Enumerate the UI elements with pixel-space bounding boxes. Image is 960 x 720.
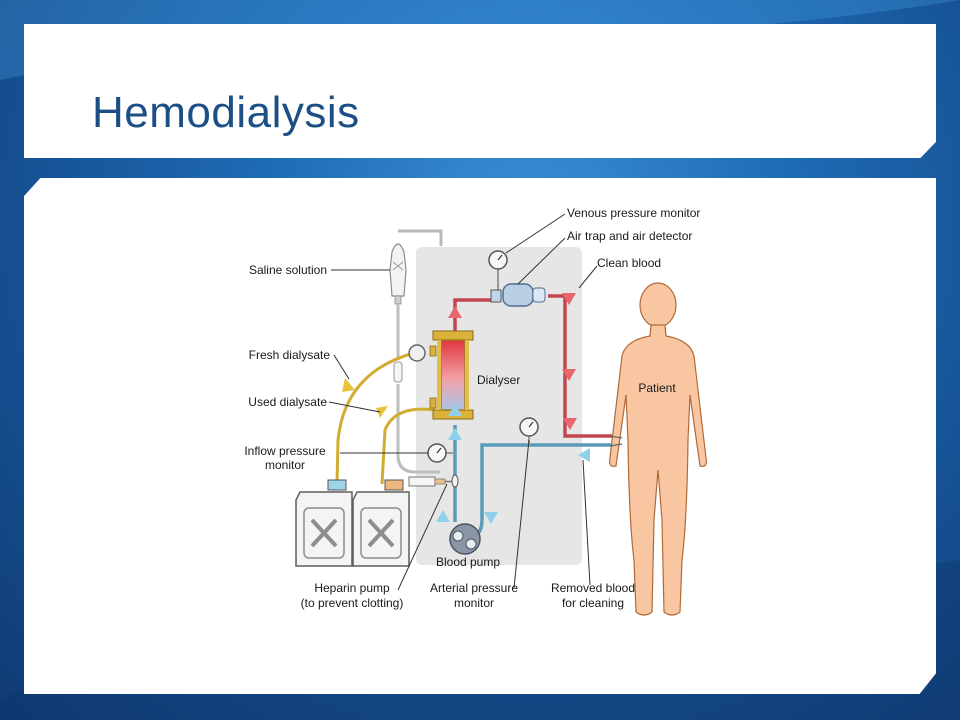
label-used-dialysate: Used dialysate	[248, 395, 327, 409]
used-dialysate-tube	[380, 407, 436, 485]
catheter-site	[609, 435, 623, 447]
fresh-dialysate-tube	[335, 351, 415, 485]
label-dialyser: Dialyser	[477, 373, 520, 387]
leader-lines	[328, 213, 598, 591]
label-saline-solution: Saline solution	[249, 263, 327, 277]
label-inflow-pressure-1: Inflow pressure	[244, 444, 326, 458]
arterial-pressure-gauge	[519, 417, 539, 446]
label-arterial-2: monitor	[454, 596, 494, 610]
flow-arrows	[342, 293, 590, 524]
blood-pump	[449, 523, 481, 555]
patient-body	[609, 282, 707, 616]
slide-title: Hemodialysis	[92, 88, 360, 137]
heparin-syringe	[408, 474, 459, 488]
title-panel	[24, 24, 936, 158]
saline-bag	[389, 229, 443, 305]
label-removed-1: Removed blood	[551, 581, 635, 595]
venous-pressure-gauge	[488, 250, 508, 292]
saline-clamp	[393, 361, 403, 383]
label-heparin-1: Heparin pump	[314, 581, 390, 595]
fresh-dialysate-jug	[295, 479, 353, 567]
label-arterial-1: Arterial pressure	[430, 581, 518, 595]
label-removed-2: for cleaning	[562, 596, 624, 610]
label-clean-blood: Clean blood	[597, 256, 661, 270]
saline-line	[396, 304, 440, 474]
dialysate-gauge	[408, 344, 426, 362]
used-dialysate-jug	[352, 479, 410, 567]
label-fresh-dialysate: Fresh dialysate	[249, 348, 331, 362]
air-trap	[490, 283, 546, 307]
label-heparin-2: (to prevent clotting)	[301, 596, 404, 610]
label-blood-pump: Blood pump	[436, 555, 500, 569]
label-air-trap: Air trap and air detector	[567, 229, 692, 243]
label-venous-pressure-monitor: Venous pressure monitor	[567, 206, 700, 220]
label-inflow-pressure-2: monitor	[265, 458, 305, 472]
label-patient: Patient	[638, 381, 676, 395]
clean-blood-line	[453, 294, 612, 438]
